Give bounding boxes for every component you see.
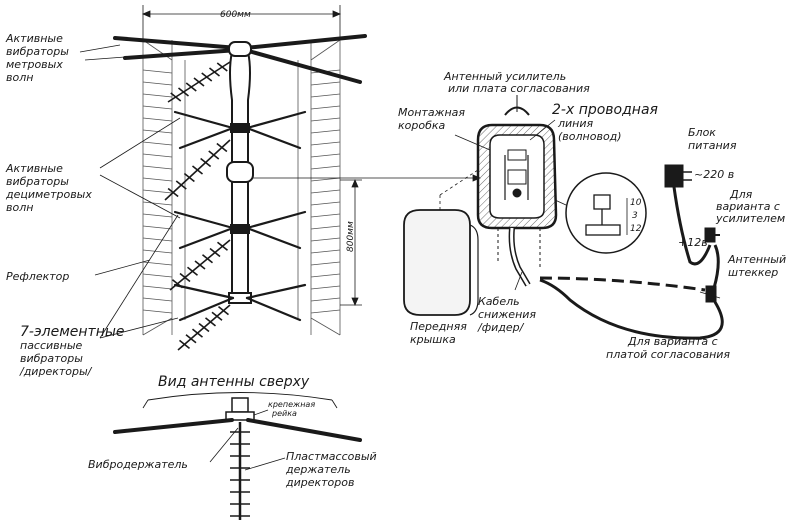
detail-value-2: 3: [632, 211, 638, 221]
label-decimeter-1: Активные: [5, 162, 63, 175]
label-plastic-holder-3: директоров: [285, 476, 354, 489]
label-decimeter-2: вибраторы: [6, 175, 69, 188]
detail-value-1: 10: [630, 198, 642, 208]
width-dimension: [141, 5, 342, 40]
label-amp-variant-3: усилителем: [715, 212, 785, 225]
label-voltage-12: +12в: [678, 236, 708, 249]
label-decimeter-3: дециметровых: [5, 188, 92, 201]
label-feeder-3: /фидер/: [477, 321, 525, 334]
top-view: [113, 392, 362, 520]
passive-director-combs: [164, 61, 231, 351]
detail-value-3: 12: [630, 224, 642, 234]
central-boom: [226, 41, 254, 304]
label-passive-1: 7-элементные: [20, 324, 125, 340]
label-amp-variant-1: Для: [729, 188, 753, 201]
label-antenna-plug-1: Антенный: [727, 253, 786, 266]
label-mounting-box-2: коробка: [398, 119, 446, 132]
front-cover: [403, 169, 479, 316]
label-front-cover-1: Передняя: [410, 320, 467, 333]
label-power-block-2: питания: [688, 139, 737, 152]
label-mounting-rail-2: рейка: [271, 409, 297, 418]
meter-wave-vibrators: [113, 34, 367, 84]
label-passive-2: пассивные: [20, 339, 83, 352]
label-meter-vibrators-3: метровых: [6, 58, 63, 71]
decimeter-wave-vibrators: [173, 110, 307, 322]
label-feeder-2: снижения: [478, 308, 536, 321]
height-dimension: [340, 178, 362, 307]
height-label: 800мм: [346, 221, 356, 252]
label-mounting-rail-1: крепежная: [268, 400, 315, 409]
label-top-view: Вид антенны сверху: [158, 374, 310, 390]
detail-view: [554, 172, 647, 254]
label-meter-vibrators-4: волн: [6, 71, 33, 84]
label-matching-variant-2: платой согласования: [606, 348, 730, 361]
label-two-wire-2: линия: [557, 117, 594, 130]
main-antenna: [113, 5, 367, 351]
label-vibrator-holder: Вибродержатель: [88, 458, 188, 471]
label-feeder-1: Кабель: [478, 295, 520, 308]
label-meter-vibrators-1: Активные: [5, 32, 63, 45]
label-decimeter-4: волн: [6, 201, 33, 214]
label-matching-variant-1: Для варианта с: [627, 335, 718, 348]
width-label: 600мм: [220, 10, 251, 20]
label-plastic-holder-1: Пластмассовый: [286, 450, 377, 463]
label-power-block-1: Блок: [688, 126, 716, 139]
label-reflector: Рефлектор: [6, 270, 69, 283]
reflector-grid: [142, 39, 341, 336]
label-meter-vibrators-2: вибраторы: [6, 45, 69, 58]
label-passive-4: /директоры/: [19, 365, 93, 378]
label-two-wire-1: 2-х проводная: [552, 102, 658, 118]
label-amplifier-1: Антенный усилитель: [443, 70, 566, 83]
label-front-cover-2: крышка: [410, 333, 456, 346]
mounting-box: [454, 95, 558, 291]
label-plastic-holder-2: держатель: [285, 463, 351, 476]
text-labels: 600мм 800мм Активные вибраторы метровых …: [5, 10, 786, 489]
label-voltage-220: ~220 в: [694, 168, 734, 181]
label-amp-variant-2: варианта с: [716, 200, 780, 213]
power-wiring: [539, 164, 724, 340]
label-two-wire-3: (волновод): [558, 130, 622, 143]
leader-lines: [79, 44, 482, 339]
label-passive-3: вибраторы: [20, 352, 83, 365]
label-amplifier-2: или плата согласования: [448, 82, 590, 95]
label-mounting-box-1: Монтажная: [398, 106, 465, 119]
label-antenna-plug-2: штеккер: [728, 266, 778, 279]
